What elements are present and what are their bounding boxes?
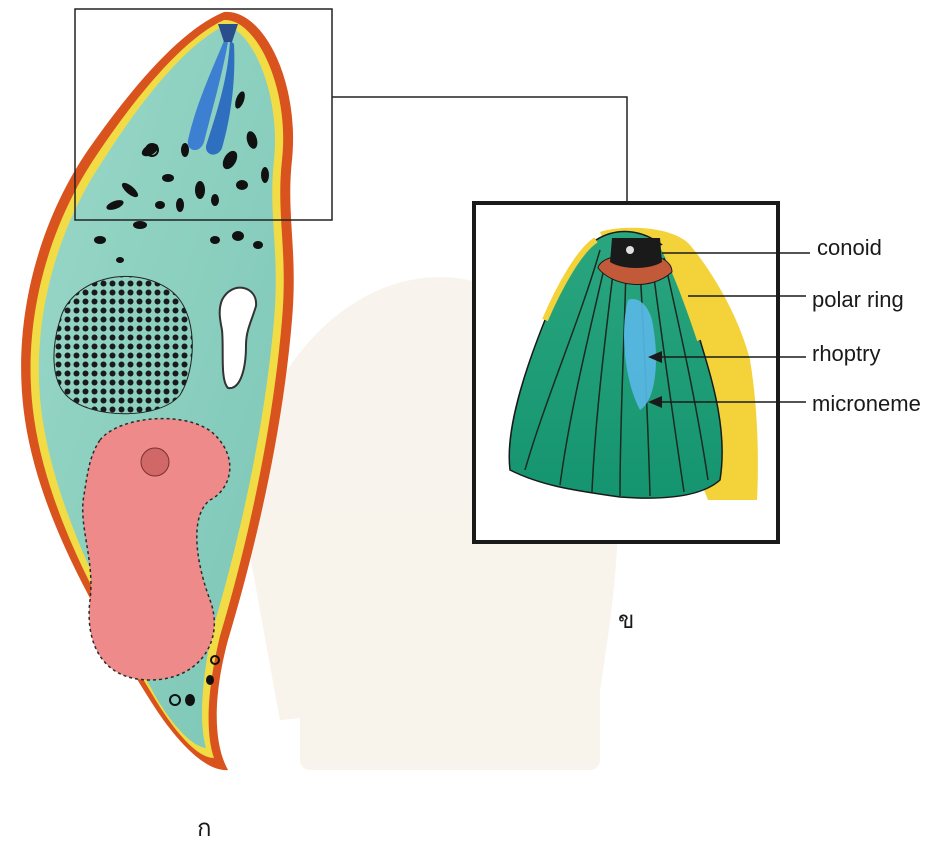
connector-line: [332, 97, 627, 205]
nucleolus: [141, 448, 169, 476]
panel-b-label: ข: [618, 600, 634, 639]
tachyzoite-cell: [21, 12, 294, 770]
conoid-highlight: [626, 246, 634, 254]
label-rhoptry: rhoptry: [812, 341, 880, 367]
conoid-structure: [610, 238, 662, 268]
panel-a-label: ก: [197, 808, 212, 847]
label-microneme: microneme: [812, 391, 921, 417]
label-conoid: conoid: [817, 235, 882, 261]
label-polar-ring: polar ring: [812, 287, 904, 313]
dense-body-cluster: [54, 276, 192, 413]
